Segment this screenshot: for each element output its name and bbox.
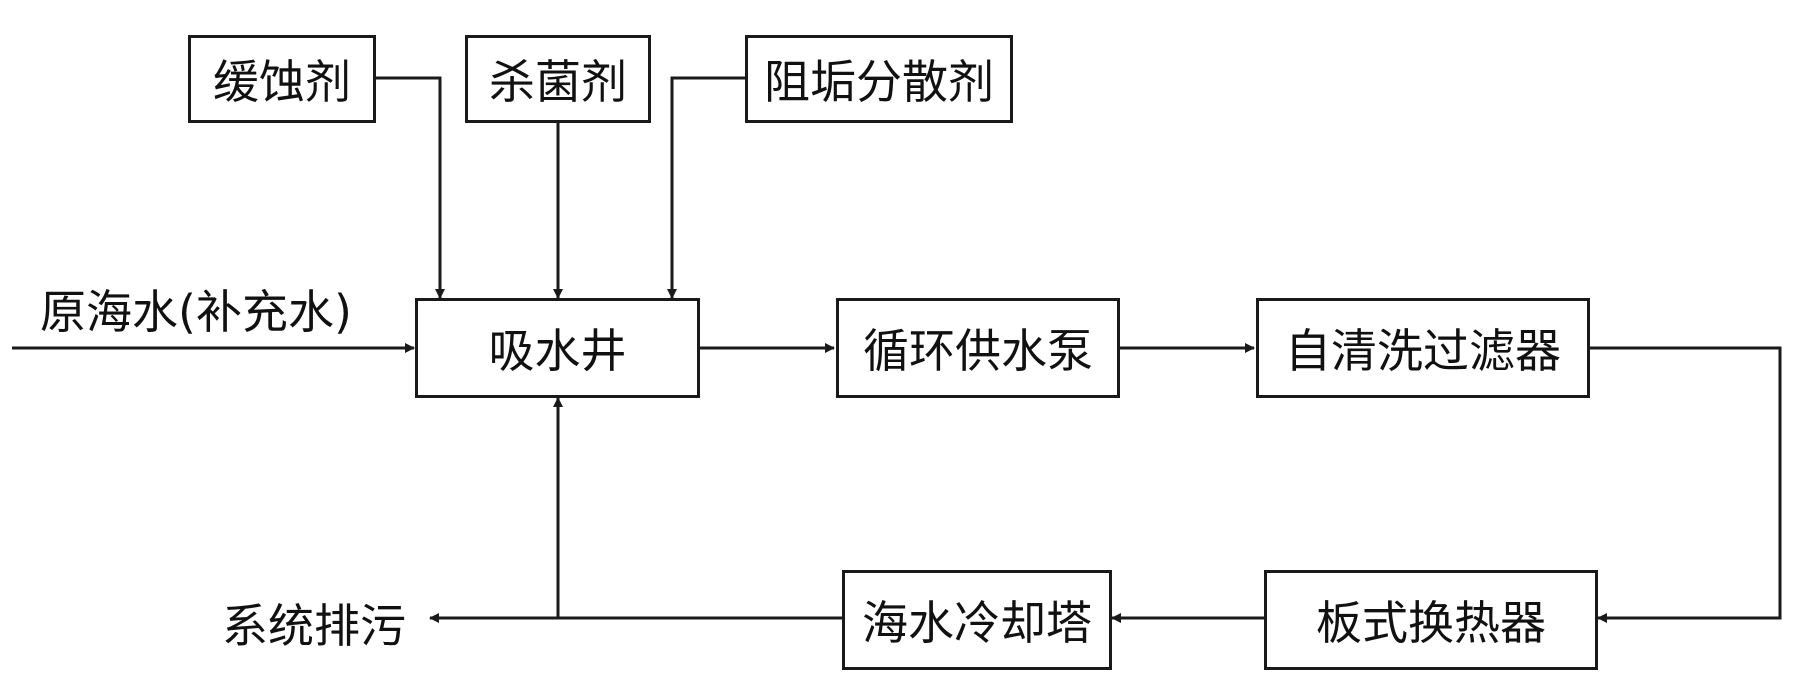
suction-well-box: 吸水井 <box>415 298 700 398</box>
self-cleaning-filter-label: 自清洗过滤器 <box>1285 324 1561 378</box>
arrow-dispersant-to-well <box>667 76 745 299</box>
arrow-filter-to-exchanger <box>1590 346 1782 623</box>
suction-well-label: 吸水井 <box>488 324 627 378</box>
seawater-cooling-tower-box: 海水冷却塔 <box>842 570 1112 670</box>
biocide-box: 杀菌剂 <box>465 35 651 123</box>
corrosion-inhibitor-label: 缓蚀剂 <box>213 55 351 109</box>
scale-dispersant-label: 阻垢分散剂 <box>764 55 994 109</box>
circulation-pump-box: 循环供水泵 <box>836 298 1120 398</box>
arrow-corrosion-inhibitor-to-well <box>375 76 445 299</box>
corrosion-inhibitor-box: 缓蚀剂 <box>188 35 376 123</box>
plate-heat-exchanger-box: 板式换热器 <box>1264 570 1598 670</box>
raw-seawater-label: 原海水(补充水) <box>40 285 352 339</box>
blowdown-label: 系统排污 <box>222 599 406 653</box>
scale-dispersant-box: 阻垢分散剂 <box>745 35 1013 123</box>
biocide-label: 杀菌剂 <box>489 55 627 109</box>
plate-heat-exchanger-label: 板式换热器 <box>1316 596 1546 650</box>
self-cleaning-filter-box: 自清洗过滤器 <box>1256 298 1590 398</box>
circulation-pump-label: 循环供水泵 <box>863 324 1093 378</box>
seawater-cooling-tower-label: 海水冷却塔 <box>862 596 1092 650</box>
